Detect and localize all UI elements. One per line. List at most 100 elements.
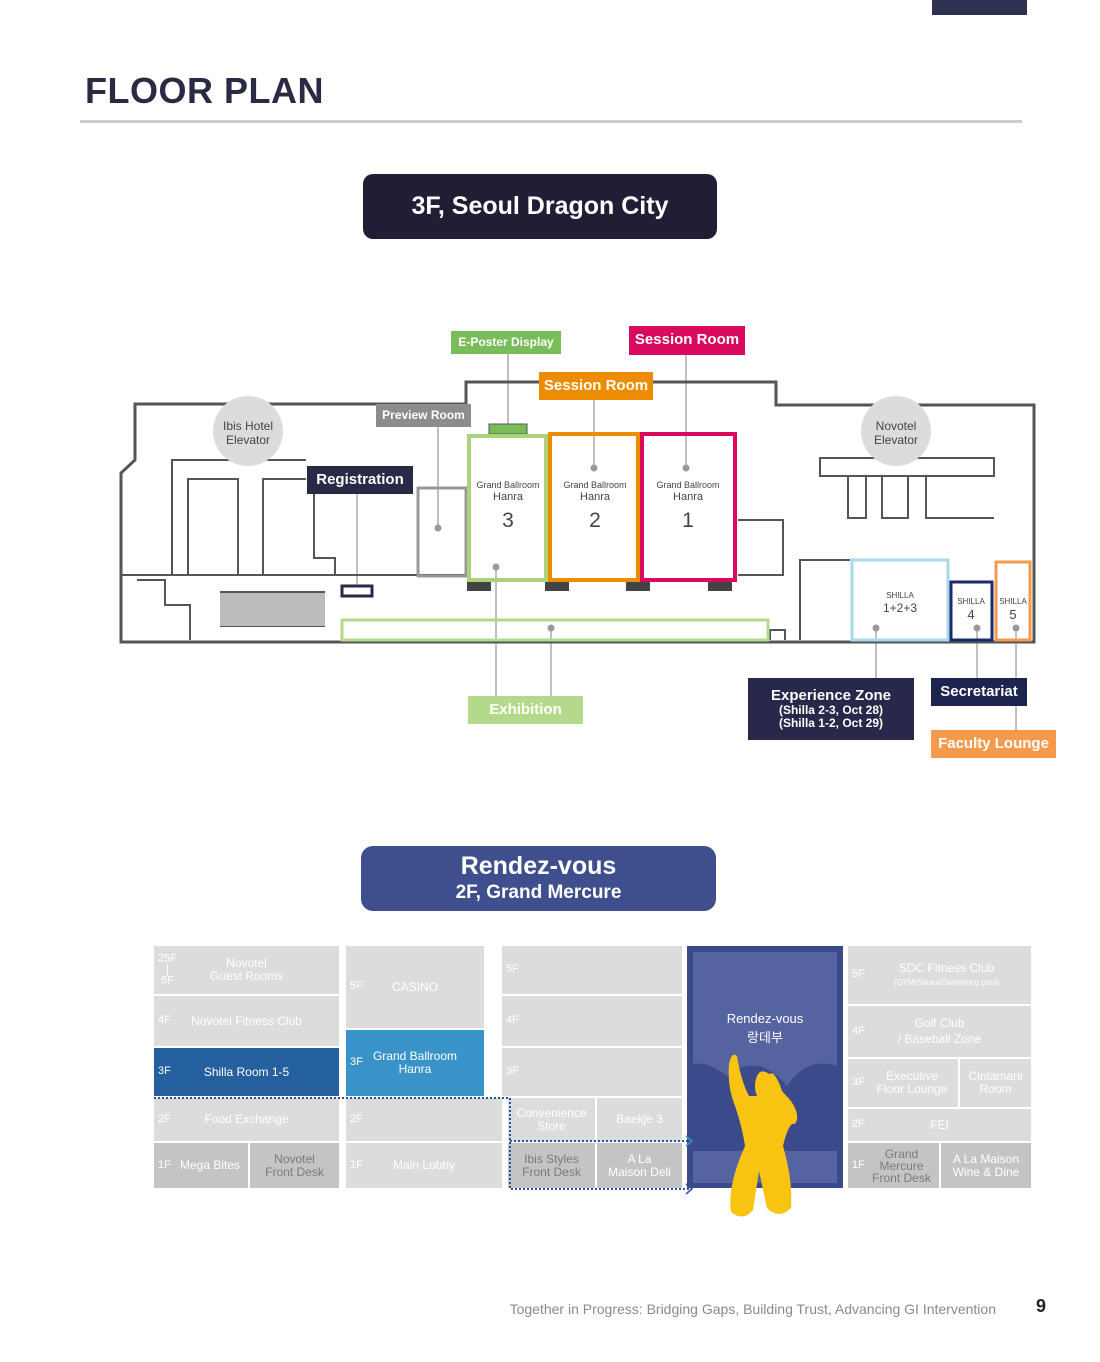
col1-4f: 4F Novotel Fitness Club [154, 996, 339, 1046]
floor-label: 2F [852, 1118, 865, 1131]
experience-zone-tag: Experience Zone (Shilla 2-3, Oct 28) (Sh… [748, 678, 914, 740]
floor-label: 3F [350, 1056, 363, 1069]
label: Maison Deli [608, 1164, 671, 1179]
label: Executive [885, 1069, 939, 1084]
col3-4f: 4F [502, 996, 682, 1046]
label: Baekje 3 [616, 1112, 663, 1127]
label: Grand Ballroom [656, 480, 720, 490]
label: SHILLA [957, 597, 985, 606]
label: Grand Ballroom [372, 1049, 458, 1064]
ibis-elevator-icon [213, 396, 283, 466]
person-figure-icon [728, 1054, 798, 1217]
label: Ibis Styles [524, 1151, 579, 1166]
label: 5F [161, 974, 174, 987]
label: CASINO [391, 979, 438, 994]
label: Food Exchange [204, 1112, 289, 1127]
session-room-tag-pink: Session Room [629, 326, 745, 355]
label: Front Desk [265, 1164, 324, 1179]
label: Elevator [873, 433, 919, 448]
arrow-icon [685, 1135, 694, 1147]
faculty-lounge-tag: Faculty Lounge [931, 730, 1056, 758]
floor-label: 1F [852, 1158, 865, 1171]
label: Wine & Dine [952, 1164, 1020, 1179]
label: (Shilla 1-2, Oct 29) [778, 716, 884, 731]
floor-label: 3F [506, 1065, 519, 1078]
label: Novotel [274, 1151, 315, 1166]
floor-label: 1F [350, 1158, 363, 1171]
preview-room-tag: Preview Room [376, 404, 471, 427]
label: Hanra [673, 490, 703, 503]
eposter-tag: E-Poster Display [451, 331, 561, 354]
novotel-elevator-icon [861, 396, 931, 466]
col3-2f-baekje: Baekje 3 [597, 1098, 682, 1141]
label: Elevator [225, 433, 271, 448]
label: Hanra [493, 490, 523, 503]
label: Grand Ballroom [476, 480, 540, 490]
page-title: FLOOR PLAN [85, 70, 324, 111]
label: Experience Zone [770, 686, 892, 704]
label: Mega Bites [179, 1158, 240, 1173]
label: Cintamani [968, 1069, 1023, 1084]
label: (Shilla 2-3, Oct 28) [778, 703, 884, 718]
floor-label: 1F [158, 1158, 171, 1171]
label: | [166, 963, 169, 976]
room-number: 1 [682, 508, 694, 532]
label: A La Maison [952, 1151, 1020, 1166]
floor-label: 5F [350, 980, 363, 993]
label: Grand Ballroom [563, 480, 627, 490]
label: 4 [967, 606, 975, 622]
col1-2f: 2F Food Exchange [154, 1098, 339, 1141]
floor-banner: 3F, Seoul Dragon City [363, 174, 717, 239]
floor-label: 4F [158, 1014, 171, 1027]
label: Store [537, 1118, 566, 1133]
arrow-icon [685, 1183, 694, 1195]
footer-tagline: Together in Progress: Bridging Gaps, Bui… [509, 1301, 996, 1317]
label: Rendez-vous [726, 1011, 804, 1026]
label: Room [979, 1082, 1012, 1096]
floor-label: 2F [158, 1112, 171, 1125]
label: Ibis Hotel [222, 419, 274, 433]
registration-tag: Registration [307, 466, 413, 494]
col3-3f: 3F [502, 1048, 682, 1096]
label: Novotel Fitness Club [191, 1013, 302, 1028]
label: SHILLA [999, 597, 1027, 606]
label: SDC Fitness Club [898, 961, 995, 976]
label: Convenience [516, 1105, 587, 1120]
label: 5 [1009, 606, 1017, 622]
label: A La [627, 1151, 652, 1166]
floor-label: 4F [506, 1014, 519, 1027]
label: / Baseball Zone [897, 1031, 982, 1046]
page-number: 9 [1036, 1296, 1047, 1316]
floor-label: 3F [158, 1065, 171, 1078]
exhibition-tag: Exhibition [468, 696, 583, 724]
session-room-tag-orange: Session Room [539, 372, 653, 400]
room-number: 2 [589, 508, 601, 532]
col2-2f: 2F [346, 1098, 502, 1141]
secretariat-tag: Secretariat [931, 678, 1027, 706]
label: Hanra [580, 490, 610, 503]
label: Hanra [398, 1062, 432, 1076]
floor-label: 2F [350, 1112, 363, 1125]
rendezvous-banner: Rendez-vous 2F, Grand Mercure [361, 846, 716, 911]
label: 25F [158, 952, 177, 965]
col1-1f-a: 1F Mega Bites [154, 1143, 248, 1188]
